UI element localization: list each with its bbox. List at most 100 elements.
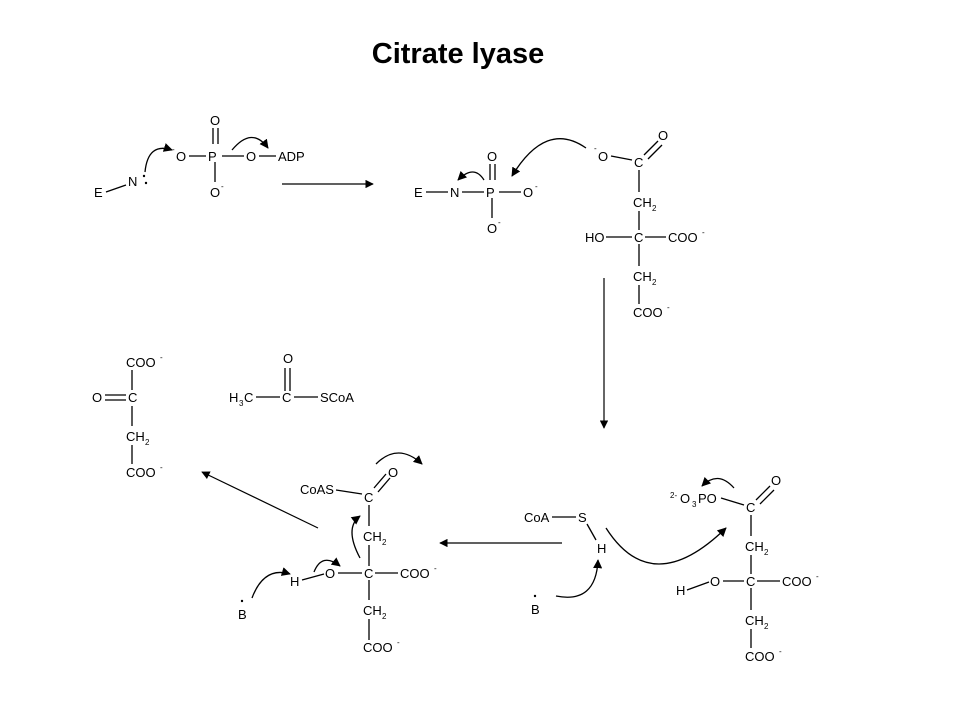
oxygen-label: O — [487, 221, 497, 236]
oxaloacetate: COO - O C CH 2 COO - — [92, 353, 163, 480]
phospho-enzyme: E N P O O - O - — [414, 149, 538, 236]
oxygen-label: O — [246, 149, 256, 164]
hydrogen-label: H — [290, 574, 299, 589]
carboxylate-label: COO — [745, 649, 775, 664]
carboxylate-label: COO — [126, 465, 156, 480]
carboxylate-label: COO — [633, 305, 663, 320]
svg-text:-: - — [594, 144, 597, 153]
svg-text:2: 2 — [382, 538, 387, 547]
svg-text:2: 2 — [764, 548, 769, 557]
oxygen-label: O — [487, 149, 497, 164]
base-label: B — [238, 607, 247, 622]
attack-arrow-citrate — [511, 138, 587, 177]
carbon-label: C — [282, 390, 291, 405]
oxygen-label: O — [176, 149, 186, 164]
svg-text:2: 2 — [652, 278, 657, 287]
coas-label: CoAS — [300, 482, 334, 497]
hydrogen-label: H — [597, 541, 606, 556]
oxygen-label: O — [523, 185, 533, 200]
hydrogen-label: H — [676, 583, 685, 598]
svg-text:-: - — [779, 647, 782, 656]
leaving-arrow-adp — [231, 136, 269, 151]
coenzyme-a-thiol: CoA S H B — [524, 510, 727, 617]
oxygen-label: O — [771, 473, 781, 488]
sulfur-label: S — [578, 510, 587, 525]
oxygen-label: O — [680, 491, 690, 506]
carbon-label: C — [634, 230, 643, 245]
enzyme-histidine-atp: E N - O P O O - O ADP — [94, 113, 305, 200]
hydroxyl-label: HO — [585, 230, 605, 245]
svg-text:-: - — [535, 182, 538, 191]
ch2-label: CH — [633, 195, 652, 210]
ch2-label: CH — [126, 429, 145, 444]
ch2-label: CH — [363, 529, 382, 544]
svg-text:-: - — [160, 463, 163, 472]
oh-deprotonation-arrow — [313, 557, 341, 573]
svg-text:2: 2 — [145, 438, 150, 447]
carbonyl-arrow — [375, 452, 423, 465]
svg-text:-: - — [434, 564, 437, 573]
ch2-label: CH — [745, 613, 764, 628]
oxygen-label: O — [325, 566, 335, 581]
oxygen-label: O — [598, 149, 608, 164]
svg-text:-: - — [160, 353, 163, 362]
coa-label: CoA — [524, 510, 550, 525]
ch2-label: CH — [363, 603, 382, 618]
svg-text:3: 3 — [239, 399, 244, 408]
page-title: Citrate lyase — [371, 38, 545, 70]
carboxylate-label: COO — [363, 640, 393, 655]
oxygen-label: O — [710, 574, 720, 589]
svg-text:2-: 2- — [670, 491, 677, 500]
oxygen-label: O — [388, 465, 398, 480]
ch2-label: CH — [633, 269, 652, 284]
citrate: - O C O CH 2 HO C COO - CH 2 COO - — [511, 128, 705, 320]
nitrogen-label: N — [450, 185, 459, 200]
svg-text:2: 2 — [764, 622, 769, 631]
phosphate-label: PO — [698, 491, 717, 506]
scoa-label: SCoA — [320, 390, 354, 405]
carboxylate-label: COO — [782, 574, 812, 589]
svg-text:3: 3 — [692, 500, 697, 509]
carbon-label: C — [364, 566, 373, 581]
svg-text:2: 2 — [652, 204, 657, 213]
phosphorus-label: P — [208, 149, 217, 164]
citryl-phosphate: 2- O 3 PO C O CH 2 H O C COO - CH 2 COO … — [670, 473, 819, 664]
svg-text:-: - — [702, 228, 705, 237]
carboxylate-label: COO — [126, 355, 156, 370]
carboxylate-label: COO — [668, 230, 698, 245]
reaction-arrow-4 — [201, 471, 319, 529]
carboxylate-label: COO — [400, 566, 430, 581]
citryl-coa: CoAS C O CH 2 H O C COO - CH 2 COO - B — [238, 452, 437, 655]
carbon-label: C — [128, 390, 137, 405]
enzyme-label: E — [94, 185, 103, 200]
attack-arrow-phosphate — [701, 476, 735, 489]
svg-text:-: - — [498, 218, 501, 227]
cc-cleavage-arrow — [350, 515, 361, 559]
base-arrow-hydrogen — [251, 567, 291, 599]
svg-text:-: - — [816, 572, 819, 581]
oxygen-label: O — [658, 128, 668, 143]
carbon-label: C — [364, 490, 373, 505]
svg-text:-: - — [667, 303, 670, 312]
oxygen-label: O — [210, 113, 220, 128]
enzyme-label: E — [414, 185, 423, 200]
svg-text:-: - — [397, 638, 400, 647]
svg-text:-: - — [221, 182, 224, 191]
base-label: B — [531, 602, 540, 617]
attack-arrow-thiolate — [605, 527, 727, 565]
methyl-label: H — [229, 390, 238, 405]
phosphorus-label: P — [486, 185, 495, 200]
adp-label: ADP — [278, 149, 305, 164]
acetyl-coa: O H 3 C C SCoA — [229, 351, 354, 408]
attack-arrow-n-to-p — [144, 143, 173, 173]
svg-text:-: - — [172, 145, 175, 154]
nitrogen-label: N — [128, 174, 137, 189]
oxygen-label: O — [92, 390, 102, 405]
base-arrow-proton — [555, 559, 603, 598]
carbon-label: C — [746, 500, 755, 515]
attack-arrow-po — [457, 170, 485, 181]
ch2-label: CH — [745, 539, 764, 554]
carbon-label: C — [746, 574, 755, 589]
oxygen-label: O — [283, 351, 293, 366]
